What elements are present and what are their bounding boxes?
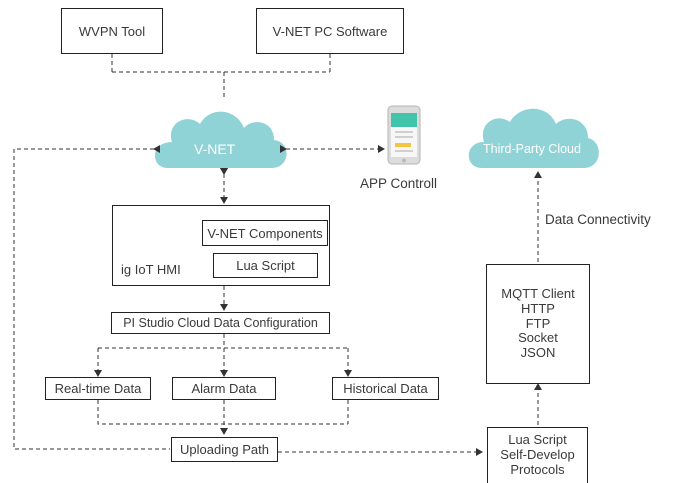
data-connectivity-label: Data Connectivity [545,212,651,227]
wvpn-tool-label: WVPN Tool [78,23,146,39]
protocol-item: FTP [525,315,551,331]
protocol-item: MQTT Client [501,285,575,301]
realtime-data-box: Real-time Data [45,377,151,400]
uploading-path-label: Uploading Path [180,442,269,457]
vnet-pc-software-box: V-NET PC Software [256,8,404,54]
lua-self-develop-box: Lua Script Self-Develop Protocols [487,427,588,483]
vnet-cloud [154,111,287,168]
vnet-pc-software-label: V-NET PC Software [272,23,388,39]
vnet-components-label: V-NET Components [207,225,323,241]
alarm-data-label: Alarm Data [191,381,257,396]
lua-protocol-line: Lua Script [508,432,567,448]
protocol-item: HTTP [521,300,555,316]
app-controll-label: APP Controll [360,176,438,191]
lua-script-box: Lua Script [213,253,318,278]
vnet-cloud-label: V-NET [194,141,236,157]
alarm-data-box: Alarm Data [172,377,276,400]
hmi-label: ig IoT HMI [121,262,181,277]
vnet-components-box: V-NET Components [202,220,328,246]
historical-data-label: Historical Data [343,381,428,396]
lua-script-label: Lua Script [236,258,295,273]
protocol-item: JSON [520,345,556,361]
pi-studio-label: PI Studio Cloud Data Configuration [123,315,318,330]
lua-protocol-line: Self-Develop [500,447,575,463]
wvpn-tool-box: WVPN Tool [61,8,163,54]
realtime-data-label: Real-time Data [54,381,142,396]
third-party-cloud [468,108,599,168]
lua-protocol-line: Protocols [510,461,565,477]
historical-data-box: Historical Data [332,377,439,400]
protocols-box: MQTT Client HTTP FTP Socket JSON [486,264,590,384]
protocol-item: Socket [518,330,558,346]
pi-studio-box: PI Studio Cloud Data Configuration [111,312,330,334]
third-party-cloud-label: Third-Party Cloud [483,142,581,156]
phone-icon [387,105,421,165]
uploading-path-box: Uploading Path [171,437,278,462]
